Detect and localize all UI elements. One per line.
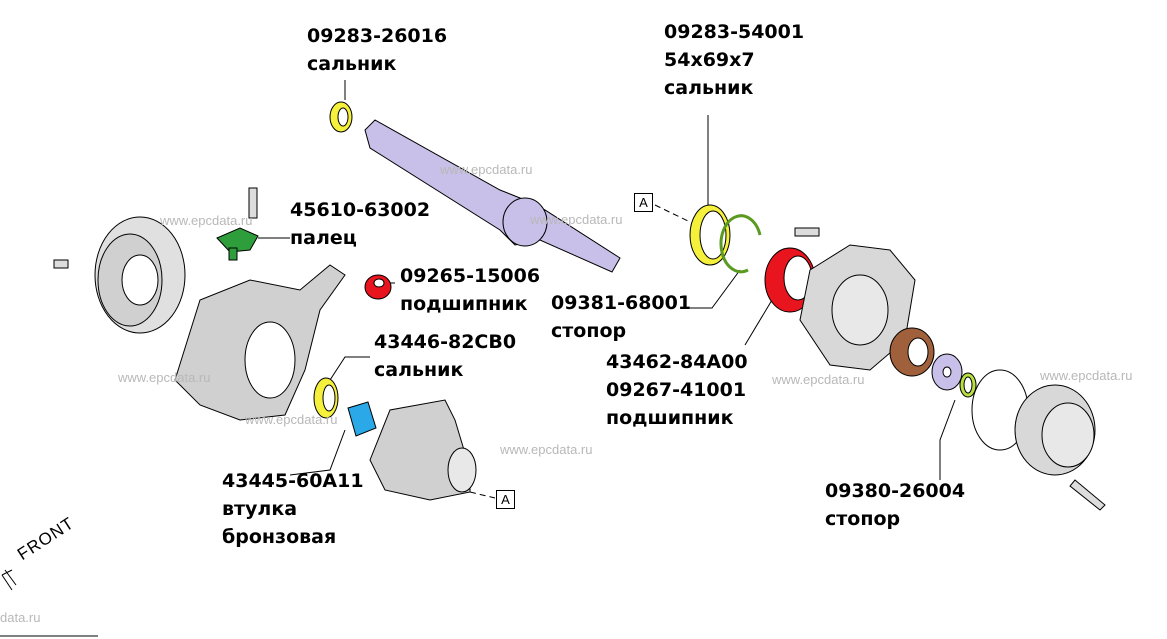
brake-drum (94, 216, 186, 334)
leader-line (329, 356, 370, 381)
wheel-hub (799, 244, 916, 371)
part-number: 09283-26016 (307, 25, 448, 47)
hub-bolt-long (1069, 479, 1106, 511)
part-name: втулка (222, 498, 298, 520)
part-name: стопор (825, 508, 901, 530)
watermark: www.epcdata.ru (772, 372, 865, 387)
seal-09283-26016 (329, 101, 353, 133)
part-number-alt: 09267-41001 (606, 379, 747, 401)
part-name-line2: бронзовая (222, 526, 337, 548)
part-name: подшипник (606, 407, 734, 429)
locking-hub (1014, 384, 1096, 476)
bushing-43445-60A11 (347, 401, 377, 437)
spindle (369, 399, 477, 501)
watermark: www.epcdata.ru (440, 162, 533, 177)
callout-45610-63002: 45610-63002 палец (290, 196, 430, 252)
hub-bolt (794, 227, 820, 237)
small-bolt (53, 259, 69, 269)
watermark: data.ru (0, 610, 41, 625)
watermark: www.epcdata.ru (500, 442, 593, 457)
washer (931, 353, 963, 391)
bearing-09265-15006 (364, 274, 392, 300)
ref-marker-a: A (634, 193, 653, 212)
watermark: www.epcdata.ru (118, 370, 211, 385)
part-size: 54x69x7 (664, 49, 755, 71)
pin-bolt (248, 187, 258, 219)
part-name: сальник (664, 77, 754, 99)
dashed-line (654, 204, 691, 223)
front-arrow-icon (1, 569, 17, 591)
dashed-line (469, 491, 496, 499)
callout-43446-82CB0: 43446-82CB0 сальник (374, 328, 516, 384)
watermark: www.epcdata.ru (245, 412, 338, 427)
part-name: сальник (307, 53, 397, 75)
part-name: палец (290, 227, 357, 249)
part-name: сальник (374, 359, 464, 381)
ref-marker-a: A (496, 490, 515, 509)
watermark: www.epcdata.ru (1040, 368, 1133, 383)
part-name: подшипник (400, 293, 528, 315)
leader-line (690, 269, 741, 309)
watermark: www.epcdata.ru (160, 213, 253, 228)
callout-09381-68001: 09381-68001 стопор (551, 289, 691, 345)
callout-09283-54001: 09283-54001 54x69x7 сальник (664, 18, 804, 102)
leader-line (289, 429, 346, 476)
part-number: 09265-15006 (400, 265, 541, 287)
part-number: 09283-54001 (664, 21, 805, 43)
part-number: 43446-82CB0 (374, 331, 517, 353)
part-number: 09380-26004 (825, 480, 966, 502)
axle-shaft (364, 119, 621, 273)
part-number: 45610-63002 (290, 199, 431, 221)
callout-09380-26004: 09380-26004 стопор (825, 477, 965, 533)
callout-09283-26016: 09283-26016 сальник (307, 22, 447, 78)
steering-knuckle (174, 264, 346, 421)
leader-line (939, 399, 956, 480)
king-pin-part (216, 227, 259, 261)
leader-line (744, 294, 776, 346)
part-number: 43462-84A00 (606, 351, 748, 373)
watermark: www.epcdata.ru (530, 212, 623, 227)
snap-ring-09380-26004 (959, 372, 977, 398)
callout-43462-84A00: 43462-84A00 09267-41001 подшипник (606, 348, 748, 432)
callout-09265-15006: 09265-15006 подшипник (400, 262, 540, 318)
part-number: 09381-68001 (551, 292, 692, 314)
seal-43446-82CB0 (313, 377, 339, 419)
snap-ring-09381-68001 (719, 214, 762, 274)
part-name: стопор (551, 320, 627, 342)
part-number: 43445-60A11 (222, 470, 364, 492)
seal-brown (889, 327, 935, 377)
callout-43445-60A11: 43445-60A11 втулка бронзовая (222, 467, 364, 551)
